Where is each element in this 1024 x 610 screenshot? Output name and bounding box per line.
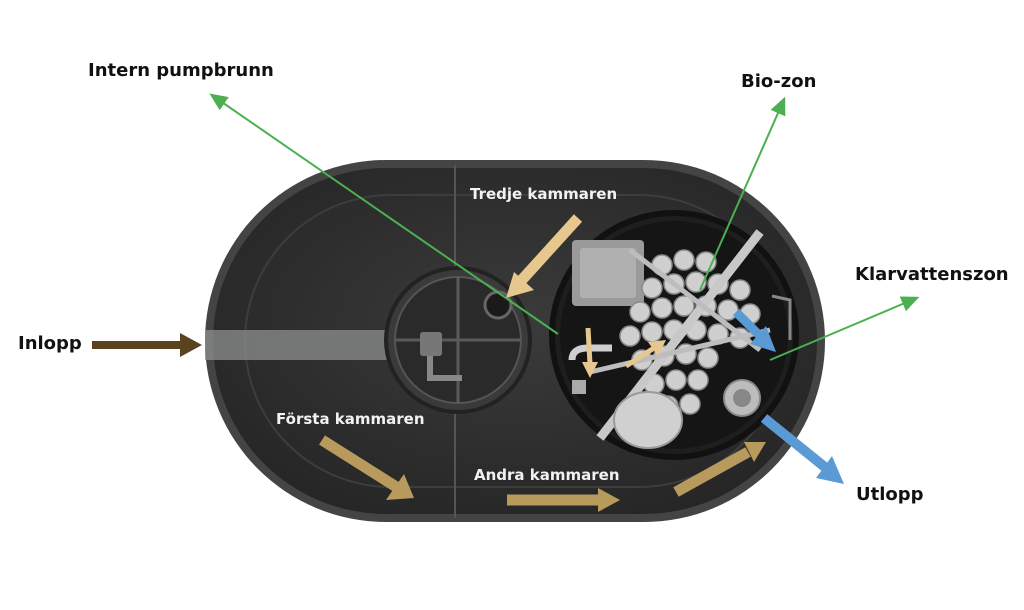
pointer-klarvattenszon — [769, 296, 920, 361]
flow-arrow-rise — [673, 442, 766, 497]
internal-pump-well — [384, 266, 532, 414]
label-intern-pumpbrunn: Intern pumpbrunn — [88, 60, 274, 81]
flow-arrow-bio-down — [582, 327, 598, 378]
label-bio-zon: Bio-zon — [741, 71, 817, 92]
pointer-bio-zon — [699, 96, 786, 291]
inlet-pipe — [205, 330, 395, 360]
pointer-intern-pumpbrunn — [209, 93, 559, 335]
flow-arrow-third-chamber — [506, 214, 583, 298]
label-utlopp: Utlopp — [856, 484, 924, 505]
flow-arrow-bio-up — [624, 340, 666, 369]
clean-water-arrows — [732, 308, 844, 484]
pointer-lines — [209, 93, 920, 361]
outlet-arrow — [760, 414, 844, 484]
flow-arrow-second-chamber — [507, 488, 620, 512]
flow-arrows — [319, 214, 766, 512]
label-inlopp: Inlopp — [18, 333, 82, 354]
flow-arrow-first-chamber — [319, 435, 414, 500]
inlet-arrow — [92, 333, 202, 357]
label-andra-kammaren: Andra kammaren — [474, 466, 620, 484]
clean-water-arrow-internal — [732, 308, 776, 352]
label-tredje-kammaren: Tredje kammaren — [470, 185, 618, 203]
label-klarvattenszon: Klarvattenszon — [855, 264, 1009, 285]
label-forsta-kammaren: Första kammaren — [276, 410, 425, 428]
